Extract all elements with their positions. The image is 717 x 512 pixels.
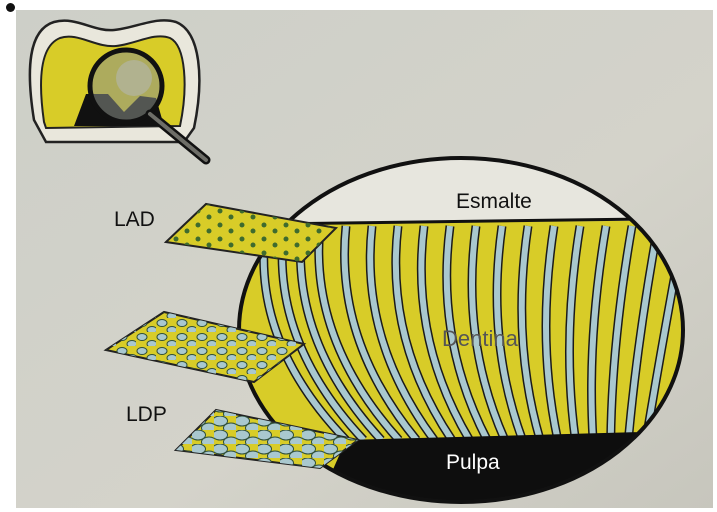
corner-bullet-dot-icon bbox=[6, 3, 15, 12]
label-outer-dentin: LAD bbox=[114, 208, 155, 231]
label-inner-dentin: LDP bbox=[126, 403, 167, 426]
label-dentin: Dentina bbox=[442, 326, 519, 351]
label-pulp: Pulpa bbox=[446, 451, 500, 474]
tooth-magnifier-icon bbox=[30, 20, 206, 160]
label-enamel: Esmalte bbox=[456, 190, 532, 213]
dentin-diagram-figure: Esmalte Dentina Pulpa LAD LDP bbox=[16, 10, 713, 508]
